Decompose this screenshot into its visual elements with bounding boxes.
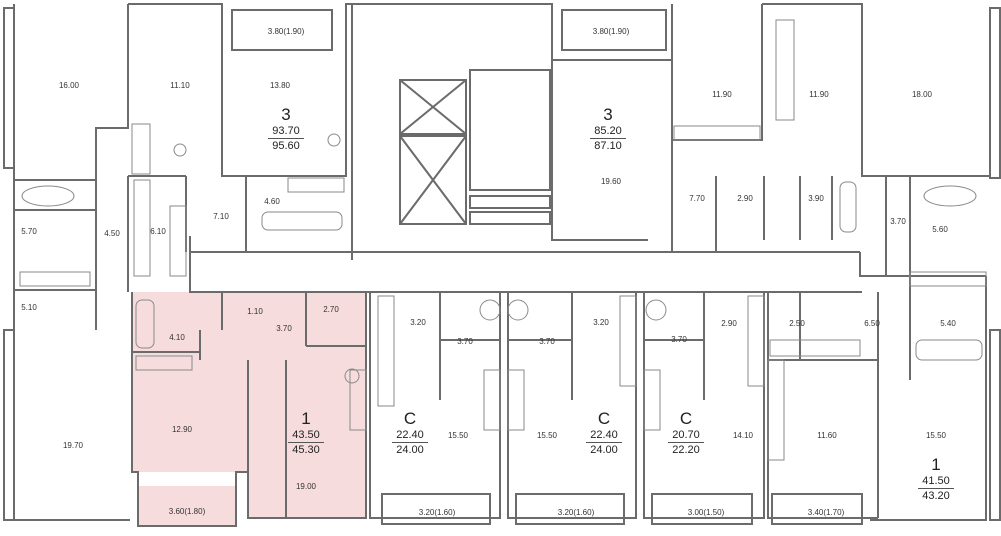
balcony-area-label: 3.80(1.90) xyxy=(267,27,305,36)
apartment-a6-area-total: 22.20 xyxy=(672,444,700,456)
room-area-label: 15.50 xyxy=(447,431,469,440)
room-area-label: 11.90 xyxy=(712,90,732,99)
apartment-a7-type: 1 xyxy=(931,455,941,474)
room-area-label: 5.70 xyxy=(21,227,37,236)
room-area-label: 19.60 xyxy=(600,177,622,186)
apartment-a5-label[interactable]: C 22.40 24.00 xyxy=(586,410,622,456)
apartment-a5-divider xyxy=(586,442,622,443)
apartment-a4-area-total: 24.00 xyxy=(396,444,424,456)
room-area-label: 15.50 xyxy=(536,431,558,440)
outer-walls xyxy=(3,3,1001,527)
room-area-label: 1.10 xyxy=(247,307,263,316)
room-area-label: 2.50 xyxy=(789,319,805,328)
room-area-label: 4.50 xyxy=(104,229,120,238)
apartment-a2-area-living: 85.20 xyxy=(594,125,622,137)
apartment-a1-divider xyxy=(268,138,304,139)
room-area-label: 11.90 xyxy=(809,90,829,99)
apartment-a6-area-living: 20.70 xyxy=(672,429,700,441)
apartment-a7-area-living: 41.50 xyxy=(922,475,950,487)
apartment-a5-area-living: 22.40 xyxy=(590,429,618,441)
room-area-label: 3.70 xyxy=(671,335,687,344)
room-area-label: 5.60 xyxy=(932,225,948,234)
apartment-a1-type: 3 xyxy=(281,105,291,124)
room-area-label: 19.00 xyxy=(295,482,317,491)
room-area-label: 7.10 xyxy=(213,212,229,221)
apartment-a3-area-total: 45.30 xyxy=(292,444,320,456)
balcony-area-label: 3.20(1.60) xyxy=(418,508,456,517)
apartment-a2-type: 3 xyxy=(603,105,613,124)
balcony-area-label: 3.40(1.70) xyxy=(807,508,845,517)
apartment-a3-area-living: 43.50 xyxy=(292,429,320,441)
apartment-a7-divider xyxy=(918,488,954,489)
apartment-a2-label[interactable]: 3 85.20 87.10 xyxy=(590,106,626,152)
apartment-a1-label[interactable]: 3 93.70 95.60 xyxy=(268,106,304,152)
apartment-a3-type: 1 xyxy=(301,409,311,428)
room-area-label: 4.10 xyxy=(169,333,185,342)
apartment-a5-type: C xyxy=(597,409,611,428)
room-area-label: 4.60 xyxy=(264,197,280,206)
room-area-label: 18.00 xyxy=(911,90,933,99)
room-area-label: 5.10 xyxy=(21,303,37,312)
apartment-a4-area-living: 22.40 xyxy=(396,429,424,441)
room-area-label: 2.90 xyxy=(721,319,737,328)
room-area-label: 13.80 xyxy=(269,81,291,90)
apartment-a2-divider xyxy=(590,138,626,139)
apartment-a1-area-total: 95.60 xyxy=(272,140,300,152)
room-area-label: 3.90 xyxy=(808,194,824,203)
apartment-a6-type: C xyxy=(679,409,693,428)
balcony-area-label: 3.60(1.80) xyxy=(168,507,206,516)
room-area-label: 6.10 xyxy=(150,227,166,236)
room-area-label: 11.60 xyxy=(817,431,837,440)
room-area-label: 11.10 xyxy=(170,81,190,90)
room-area-label: 16.00 xyxy=(58,81,80,90)
apartment-a2-area-total: 87.10 xyxy=(594,140,622,152)
apartment-a6-divider xyxy=(668,442,704,443)
room-area-label: 14.10 xyxy=(732,431,754,440)
balcony-area-label: 3.80(1.90) xyxy=(592,27,630,36)
room-area-label: 3.70 xyxy=(276,324,292,333)
room-area-label: 2.70 xyxy=(323,305,339,314)
room-area-label: 19.70 xyxy=(62,441,84,450)
room-area-label: 2.90 xyxy=(737,194,753,203)
room-area-label: 6.50 xyxy=(864,319,880,328)
apartment-a6-label[interactable]: C 20.70 22.20 xyxy=(668,410,704,456)
apartment-a3-label[interactable]: 1 43.50 45.30 xyxy=(288,410,324,456)
room-area-label: 3.70 xyxy=(457,337,473,346)
room-area-label: 3.20 xyxy=(410,318,426,327)
apartment-a7-label[interactable]: 1 41.50 43.20 xyxy=(918,456,954,502)
apartment-a1-area-living: 93.70 xyxy=(272,125,300,137)
room-area-label: 12.90 xyxy=(171,425,193,434)
apartment-a7-area-total: 43.20 xyxy=(922,490,950,502)
room-area-label: 3.70 xyxy=(890,217,906,226)
apartment-a3-divider xyxy=(288,442,324,443)
balcony-area-label: 3.00(1.50) xyxy=(687,508,725,517)
balcony-area-label: 3.20(1.60) xyxy=(557,508,595,517)
apartment-a5-area-total: 24.00 xyxy=(590,444,618,456)
apartment-a4-divider xyxy=(392,442,428,443)
apartment-a4-label[interactable]: C 22.40 24.00 xyxy=(392,410,428,456)
room-area-label: 5.40 xyxy=(940,319,956,328)
room-area-label: 15.50 xyxy=(925,431,947,440)
room-area-label: 3.20 xyxy=(593,318,609,327)
fixtures xyxy=(19,19,987,461)
room-area-label: 3.70 xyxy=(539,337,555,346)
room-area-label: 7.70 xyxy=(689,194,705,203)
apartment-a4-type: C xyxy=(403,409,417,428)
